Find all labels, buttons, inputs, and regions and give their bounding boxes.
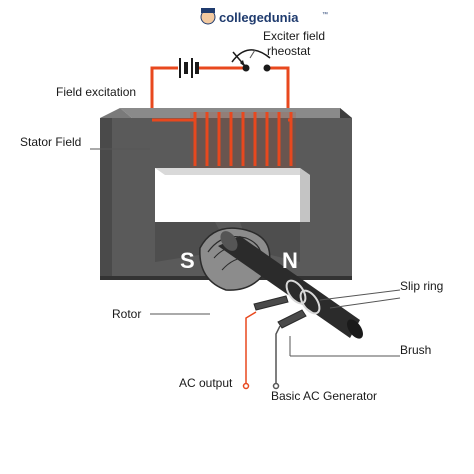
leader-lines (90, 49, 401, 357)
label-stator-field: Stator Field (20, 135, 81, 149)
brand-name: collegedunia (219, 10, 299, 25)
label-ac-output: AC output (179, 376, 233, 390)
output-leads (242, 311, 281, 390)
slip-rings (285, 279, 321, 315)
label-exciter-field: Exciter field (263, 29, 325, 43)
brushes (253, 295, 307, 329)
label-rheostat: rheostat (267, 44, 311, 58)
rotor-shaft (218, 231, 363, 339)
field-coil (152, 112, 296, 168)
pole-south: S (180, 248, 195, 273)
label-slip-ring: Slip ring (400, 279, 443, 293)
label-basic-ac-generator: Basic AC Generator (271, 389, 377, 403)
rheostat-icon (231, 49, 271, 72)
label-field-excitation: Field excitation (56, 85, 136, 99)
brand-suffix: ™ (322, 11, 328, 18)
pole-north: N (282, 248, 298, 273)
label-brush: Brush (400, 343, 431, 357)
excitation-circuit (150, 66, 290, 120)
label-rotor: Rotor (112, 307, 141, 321)
brand-logo: collegedunia ™ (200, 8, 328, 25)
battery-icon (179, 58, 199, 78)
